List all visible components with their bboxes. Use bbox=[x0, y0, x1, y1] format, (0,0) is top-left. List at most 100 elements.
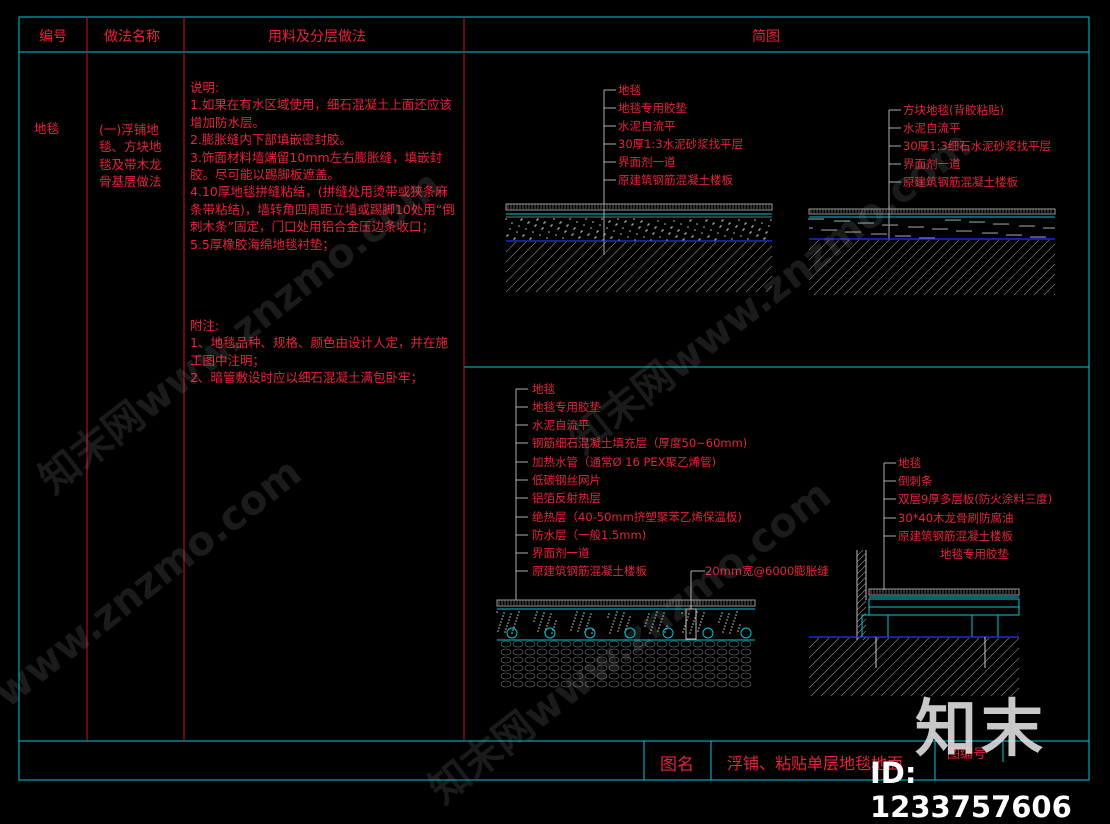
concrete-hatch bbox=[505, 241, 557, 293]
aggregate-dot bbox=[723, 628, 725, 630]
aggregate-dot bbox=[886, 224, 888, 226]
aggregate-dot bbox=[721, 220, 723, 222]
aggregate-dot bbox=[749, 232, 751, 234]
aggregate-dot bbox=[864, 222, 866, 224]
insulation-cell bbox=[500, 640, 512, 648]
aggregate-dot bbox=[551, 632, 553, 634]
insulation-cell bbox=[596, 656, 608, 664]
concrete-hatch bbox=[873, 239, 930, 296]
aggregate-dot bbox=[511, 222, 513, 224]
aggregate-dot bbox=[570, 629, 572, 631]
aggregate-dot bbox=[557, 228, 559, 230]
aggregate-dot bbox=[738, 219, 740, 221]
aggregate-dot bbox=[501, 618, 503, 620]
aggregate-dot bbox=[617, 218, 619, 220]
concrete-hatch bbox=[605, 241, 657, 293]
aggregate-dot bbox=[809, 227, 811, 229]
aggregate-dot bbox=[655, 226, 657, 228]
insulation-cell bbox=[632, 648, 644, 656]
concrete-hatch bbox=[595, 241, 647, 293]
insulation-cell bbox=[728, 656, 740, 664]
concrete-hatch bbox=[808, 239, 850, 281]
aggregate-dot bbox=[627, 622, 629, 624]
concrete-hatch bbox=[505, 241, 537, 273]
aggregate-dot bbox=[827, 229, 829, 231]
aggregate-dot bbox=[688, 613, 690, 615]
aggregate-dot bbox=[821, 229, 823, 231]
concrete-hatch bbox=[856, 588, 867, 599]
insulation-cell bbox=[680, 664, 692, 672]
aggregate-dot bbox=[540, 621, 542, 623]
aggregate-dot bbox=[686, 619, 688, 621]
insulation-cell bbox=[608, 656, 620, 664]
aggregate-dot bbox=[890, 224, 892, 226]
aggregate-dot bbox=[661, 230, 663, 232]
aggregate-dot bbox=[731, 626, 733, 628]
appendix-title: 附注: bbox=[190, 318, 220, 333]
aggregate-dot bbox=[738, 627, 740, 629]
aggregate-dot bbox=[958, 230, 960, 232]
concrete-hatch bbox=[615, 241, 667, 293]
aggregate-dot bbox=[537, 630, 539, 632]
insulation-cell bbox=[740, 672, 752, 680]
aggregate-dot bbox=[845, 231, 847, 233]
aggregate-dot bbox=[964, 230, 966, 232]
aggregate-dot bbox=[729, 632, 731, 634]
aggregate-dot bbox=[883, 233, 885, 235]
aggregate-dot bbox=[696, 223, 698, 225]
aggregate-dot bbox=[659, 624, 661, 626]
concrete-hatch bbox=[856, 564, 867, 575]
aggregate-dot bbox=[959, 219, 961, 221]
concrete-hatch bbox=[930, 637, 990, 697]
diag-b-label: 原建筑钢筋混凝土楼板 bbox=[903, 175, 1018, 189]
aggregate-dot bbox=[581, 230, 583, 232]
aggregate-dot bbox=[871, 233, 873, 235]
aggregate-dot bbox=[844, 220, 846, 222]
aggregate-dot bbox=[949, 219, 951, 221]
insulation-cell bbox=[620, 656, 632, 664]
aggregate-dot bbox=[615, 614, 617, 616]
diag-c-label: 铝箔反射热层 bbox=[532, 491, 601, 505]
aggregate-dot bbox=[882, 224, 884, 226]
aggregate-dot bbox=[590, 227, 592, 229]
aggregate-dot bbox=[594, 237, 596, 239]
insulation-cell bbox=[680, 640, 692, 648]
diag-d-label: 30*40木龙骨刷防腐油 bbox=[898, 511, 1014, 525]
aggregate-dot bbox=[846, 220, 848, 222]
aggregate-dot bbox=[984, 232, 986, 234]
aggregate-dot bbox=[932, 228, 934, 230]
aggregate-dot bbox=[554, 623, 556, 625]
aggregate-dot bbox=[608, 613, 610, 615]
insulation-cell bbox=[596, 640, 608, 648]
aggregate-dot bbox=[542, 615, 544, 617]
aggregate-dot bbox=[732, 623, 734, 625]
insulation-cell bbox=[728, 648, 740, 656]
insulation-cell bbox=[740, 664, 752, 672]
concrete-hatch bbox=[890, 637, 950, 697]
aggregate-dot bbox=[1020, 234, 1022, 236]
aggregate-dot bbox=[895, 235, 897, 237]
aggregate-dot bbox=[719, 618, 721, 620]
header-method-name: 做法名称 bbox=[104, 29, 160, 45]
notes-block: 说明: 1.如果在有水区域使用，细石混凝土上面还应该增加防水层。 2.膨胀缝内下… bbox=[190, 79, 455, 253]
aggregate-dot bbox=[1006, 234, 1008, 236]
concrete-hatch bbox=[505, 241, 547, 283]
insulation-cell bbox=[548, 640, 560, 648]
aggregate-dot bbox=[573, 620, 575, 622]
aggregate-dot bbox=[838, 220, 840, 222]
insulation-cell bbox=[560, 664, 572, 672]
aggregate-dot bbox=[620, 621, 622, 623]
aggregate-dot bbox=[662, 615, 664, 617]
insulation-cell bbox=[584, 680, 596, 688]
insulation-cell bbox=[548, 664, 560, 672]
concrete-hatch bbox=[813, 239, 870, 296]
insulation-cell bbox=[668, 672, 680, 680]
insulation-cell bbox=[500, 664, 512, 672]
heating-pipe bbox=[624, 627, 636, 639]
aggregate-dot bbox=[518, 225, 520, 227]
concrete-hatch bbox=[893, 239, 950, 296]
aggregate-dot bbox=[541, 618, 543, 620]
aggregate-dot bbox=[534, 617, 536, 619]
concrete-hatch bbox=[1053, 293, 1056, 296]
concrete-hatch bbox=[1043, 283, 1056, 296]
